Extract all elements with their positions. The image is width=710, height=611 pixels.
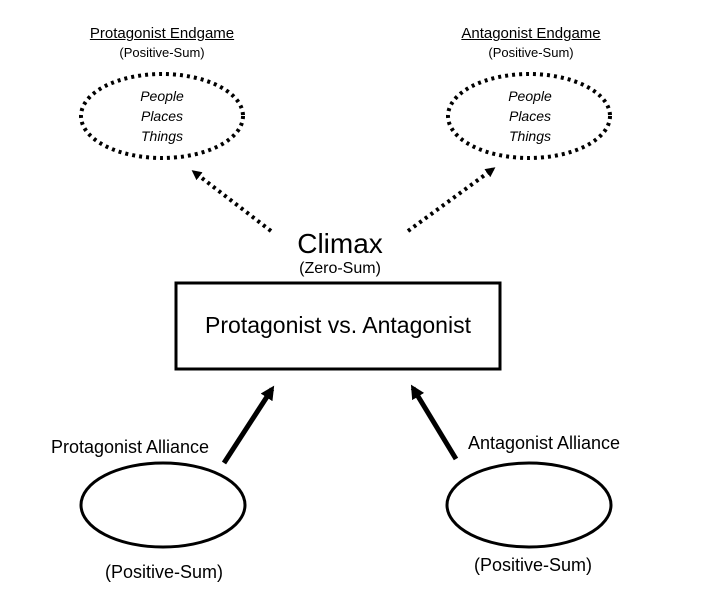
climax-to-antagonist-endgame-arrow bbox=[406, 167, 496, 233]
antagonist-endgame-subtitle: (Positive-Sum) bbox=[488, 45, 574, 60]
antagonist-alliance-label: Antagonist Alliance bbox=[467, 433, 621, 453]
antagonist-endgame-item-places: Places bbox=[508, 108, 552, 124]
protagonist-endgame-subtitle: (Positive-Sum) bbox=[119, 45, 205, 60]
protagonist-endgame-item-places: Places bbox=[140, 108, 184, 124]
conflict-label: Protagonist vs. Antagonist bbox=[205, 312, 471, 338]
protagonist-alliance-arrow bbox=[221, 385, 275, 465]
protagonist-alliance-subtitle: (Positive-Sum) bbox=[104, 562, 224, 582]
antagonist-endgame-title: Antagonist Endgame bbox=[461, 25, 601, 42]
conflict-box bbox=[174, 281, 502, 371]
protagonist-endgame-item-things: Things bbox=[140, 128, 184, 144]
antagonist-alliance-arrow bbox=[410, 384, 459, 461]
climax-subtitle: (Zero-Sum) bbox=[299, 260, 381, 277]
antagonist-endgame-item-people: People bbox=[508, 88, 552, 104]
antagonist-endgame-item-things: Things bbox=[508, 128, 552, 144]
protagonist-alliance-label: Protagonist Alliance bbox=[50, 437, 210, 457]
protagonist-alliance-ellipse bbox=[79, 461, 247, 549]
protagonist-endgame-title: Protagonist Endgame bbox=[89, 25, 235, 42]
antagonist-alliance-subtitle: (Positive-Sum) bbox=[473, 555, 593, 575]
climax-to-protagonist-endgame-arrow bbox=[191, 170, 273, 233]
antagonist-alliance-ellipse bbox=[445, 461, 613, 549]
climax-title: Climax bbox=[297, 228, 383, 259]
protagonist-endgame-item-people: People bbox=[140, 88, 184, 104]
antagonist-endgame-ellipse bbox=[446, 72, 612, 160]
protagonist-endgame-ellipse bbox=[79, 72, 245, 160]
